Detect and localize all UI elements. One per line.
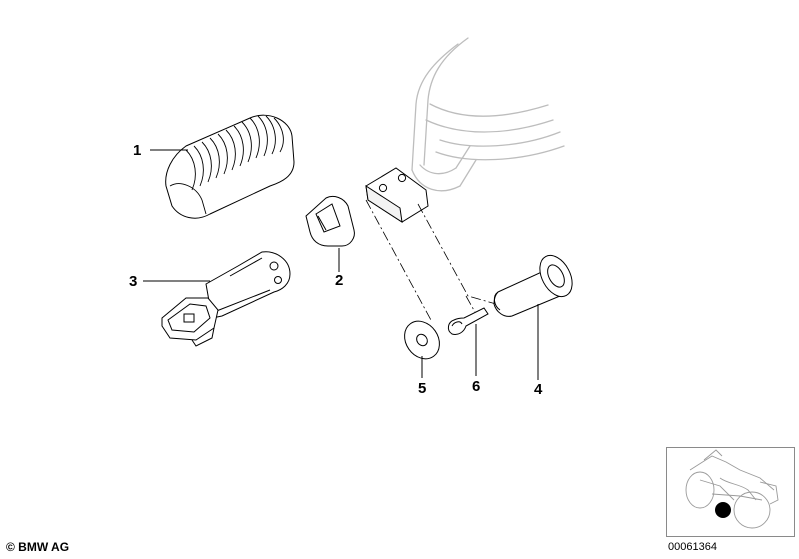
rubber-footrest-pad xyxy=(165,114,295,219)
callout-1: 1 xyxy=(133,142,142,159)
footrest-bracket xyxy=(161,251,291,347)
frame-bracket xyxy=(365,167,429,224)
callout-2: 2 xyxy=(335,272,344,289)
split-pin xyxy=(447,307,489,335)
location-marker-icon xyxy=(715,502,731,518)
washer xyxy=(404,320,440,360)
callout-6: 6 xyxy=(472,378,481,395)
overview-inset xyxy=(666,447,795,537)
callout-4: 4 xyxy=(534,381,543,398)
assembly-lines xyxy=(365,199,497,323)
document-number: 00061364 xyxy=(668,541,717,553)
motorcycle-thumbnail xyxy=(685,449,779,529)
frame-outline xyxy=(411,37,565,192)
pivot-pin xyxy=(493,254,573,317)
callout-3: 3 xyxy=(129,273,138,290)
callout-5: 5 xyxy=(418,380,427,397)
copyright-text: © BMW AG xyxy=(6,540,70,554)
leader-lines xyxy=(143,149,539,380)
mounting-plate xyxy=(305,195,355,247)
